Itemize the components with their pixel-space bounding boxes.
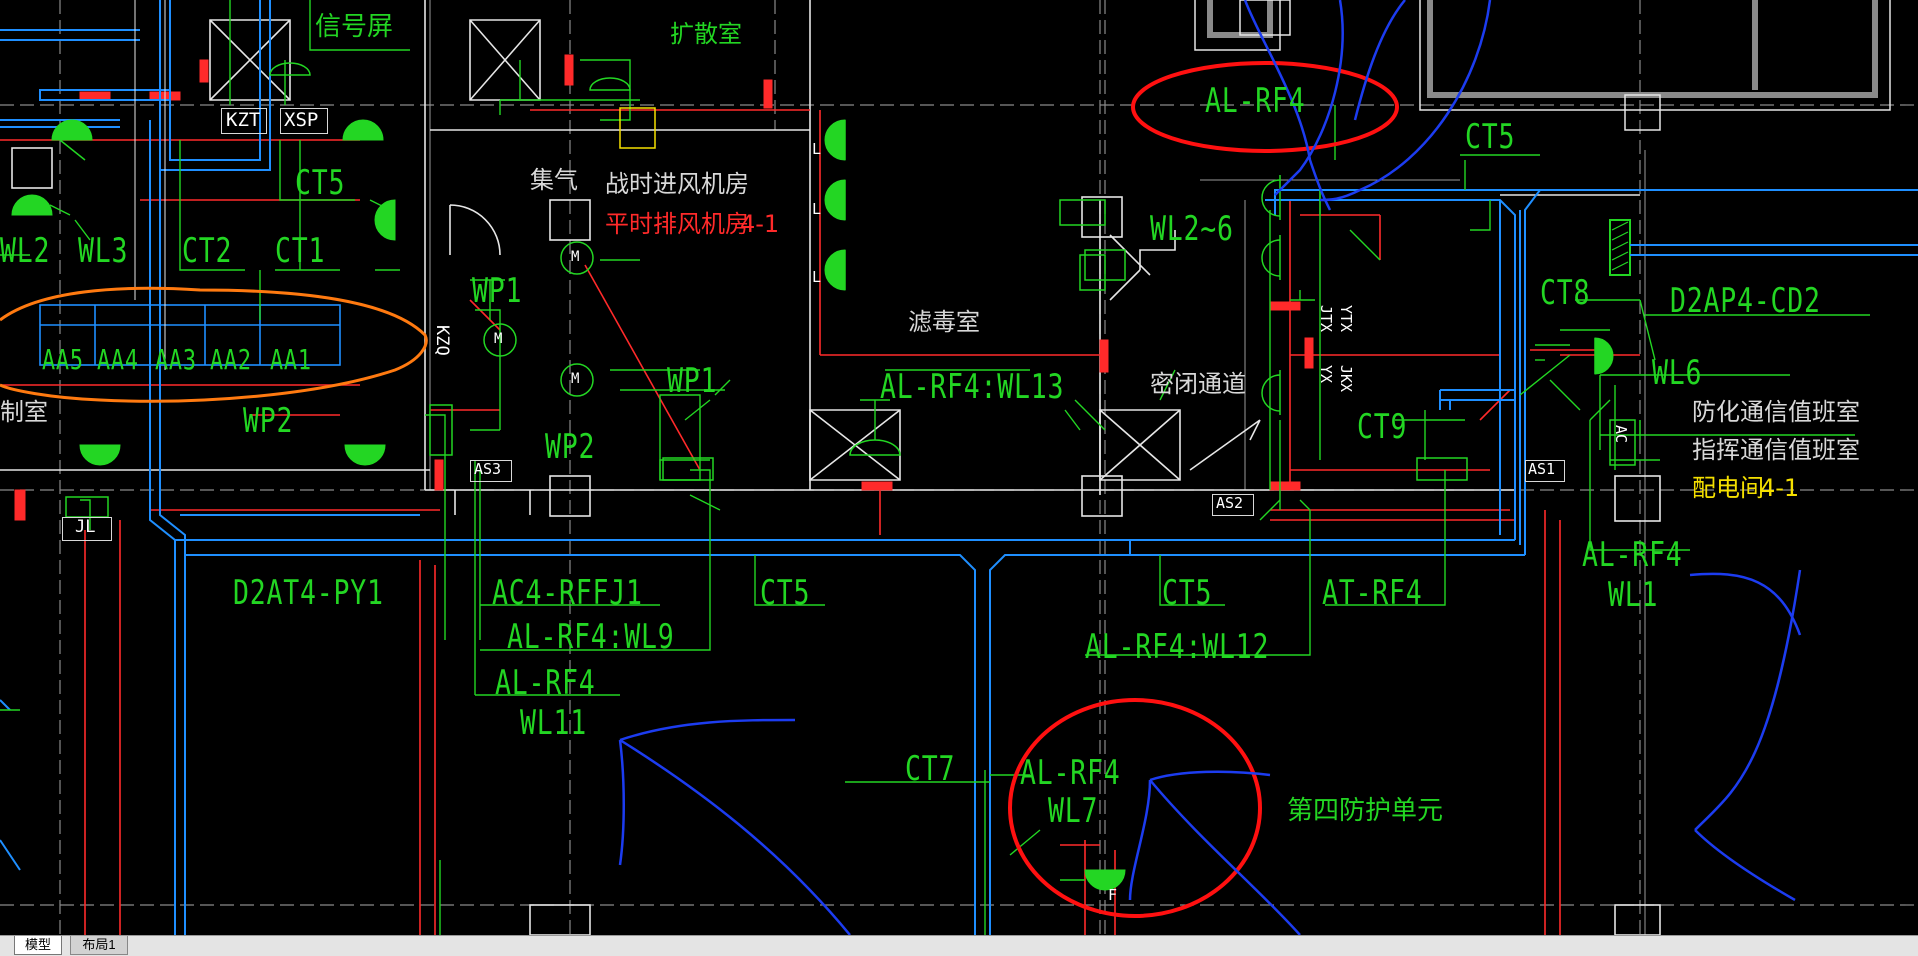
wl6-label[interactable]: WL6 [1652, 353, 1703, 393]
command-comm-duty-room-label: 指挥通信值班室 [1692, 436, 1860, 464]
panel-aa2-label[interactable]: AA2 [210, 343, 252, 376]
ytx-tag[interactable]: YTX [1337, 305, 1355, 333]
kzq-tag[interactable]: KZQ [432, 325, 452, 356]
tab-model[interactable]: 模型 [14, 936, 62, 955]
al-rf4-wl13-label[interactable]: AL-RF4:WL13 [880, 367, 1065, 407]
light-l-tag-1: L [812, 140, 822, 158]
ct5-lower-label[interactable]: CT5 [1162, 573, 1213, 613]
signal-screen-label: 信号屏 [315, 12, 394, 42]
wl2-label[interactable]: WL2 [0, 231, 51, 271]
al-rf4-wl1-line1[interactable]: AL-RF4 [1582, 535, 1683, 575]
ct5-top-right-label[interactable]: CT5 [1465, 117, 1516, 157]
d2at4-py1-label[interactable]: D2AT4-PY1 [233, 573, 384, 613]
al-rf4-wl9-label[interactable]: AL-RF4:WL9 [507, 617, 675, 657]
panel-aa5-label[interactable]: AA5 [42, 343, 84, 376]
ct8-label[interactable]: CT8 [1540, 273, 1591, 313]
wp2-left-label[interactable]: WP2 [243, 401, 294, 441]
filter-room-label: 滤毒室 [908, 308, 980, 336]
yx-tag[interactable]: YX [1317, 365, 1335, 384]
as3-tag-box[interactable] [470, 460, 512, 482]
as3-tag: AS3 [474, 460, 502, 478]
wl2-6-label[interactable]: WL2~6 [1150, 209, 1234, 249]
light-l-tag-3: L [812, 268, 822, 286]
motor-m-tag-3[interactable]: M [571, 371, 580, 387]
jtx-tag[interactable]: JTX [1317, 305, 1335, 333]
xsp-tag-box[interactable] [280, 108, 328, 134]
fixture-f-tag: F [1108, 886, 1118, 904]
d2ap4-cd2-label[interactable]: D2AP4-CD2 [1670, 281, 1821, 321]
jkx-tag[interactable]: JKX [1337, 365, 1355, 393]
al-rf4-wl7-line1[interactable]: AL-RF4 [1020, 753, 1121, 793]
ct9-label[interactable]: CT9 [1357, 407, 1408, 447]
ct2-label[interactable]: CT2 [182, 231, 233, 271]
jl-tag-box[interactable] [62, 517, 112, 541]
al-rf4-wl11-line2[interactable]: WL11 [520, 703, 587, 743]
as2-tag: AS2 [1216, 494, 1244, 512]
distribution-room-label: 配电间 [1692, 474, 1764, 502]
light-l-tag-2: L [812, 200, 822, 218]
ac4-rffj1-label[interactable]: AC4-RFFJ1 [492, 573, 643, 613]
layout-tab-bar: 模型 布局1 [0, 935, 1918, 956]
gas-collect-label: 集气 [530, 166, 578, 194]
al-rf4-wl1-line2[interactable]: WL1 [1608, 575, 1659, 615]
al-rf4-wl7-line2[interactable]: WL7 [1048, 791, 1099, 831]
distribution-room-number: 4-1 [1760, 474, 1800, 502]
cad-drawing-canvas[interactable]: 信号屏 扩散室 集气 战时进风机房 平时排风机房 4-1 滤毒室 密闭通道 制室… [0, 0, 1918, 935]
airtight-passage-label: 密闭通道 [1150, 370, 1246, 398]
as1-tag-box[interactable] [1525, 460, 1565, 482]
kzt-tag: KZT [226, 109, 261, 131]
wl3-label[interactable]: WL3 [78, 231, 129, 271]
fourth-protection-unit-label: 第四防护单元 [1287, 796, 1444, 826]
wp1-right-label[interactable]: WP1 [667, 361, 718, 401]
ac-tag[interactable]: AC [1612, 425, 1630, 444]
defense-comm-duty-room-label: 防化通信值班室 [1692, 398, 1860, 426]
cad-drawing-geometry [0, 0, 1918, 935]
ct5-middle-label[interactable]: CT5 [760, 573, 811, 613]
motor-m-tag-1[interactable]: M [571, 249, 580, 265]
wp1-left-label[interactable]: WP1 [472, 271, 523, 311]
control-room-label: 制室 [0, 398, 48, 426]
diffuser-room-label: 扩散室 [670, 20, 742, 48]
wp2-right-label[interactable]: WP2 [545, 427, 596, 467]
panel-aa3-label[interactable]: AA3 [155, 343, 197, 376]
room-number-red: 4-1 [740, 210, 780, 238]
panel-aa4-label[interactable]: AA4 [97, 343, 139, 376]
panel-aa1-label[interactable]: AA1 [270, 343, 312, 376]
ct7-label[interactable]: CT7 [905, 749, 956, 789]
war-intake-room-label: 战时进风机房 [605, 170, 749, 198]
as1-tag: AS1 [1528, 460, 1556, 478]
kzt-tag-box[interactable] [221, 108, 267, 134]
motor-m-tag-2[interactable]: M [494, 331, 503, 347]
as2-tag-box[interactable] [1212, 494, 1254, 516]
ct1-label[interactable]: CT1 [275, 231, 326, 271]
jl-tag: JL [75, 517, 96, 537]
tab-layout1[interactable]: 布局1 [70, 936, 128, 955]
al-rf4-wl12-label[interactable]: AL-RF4:WL12 [1085, 627, 1270, 667]
ct5-left-label[interactable]: CT5 [295, 163, 346, 203]
al-rf4-top-label[interactable]: AL-RF4 [1205, 81, 1306, 121]
peace-exhaust-room-label: 平时排风机房 [605, 210, 749, 238]
xsp-tag: XSP [284, 109, 319, 131]
al-rf4-wl11-line1[interactable]: AL-RF4 [495, 663, 596, 703]
at-rf4-label[interactable]: AT-RF4 [1322, 573, 1423, 613]
